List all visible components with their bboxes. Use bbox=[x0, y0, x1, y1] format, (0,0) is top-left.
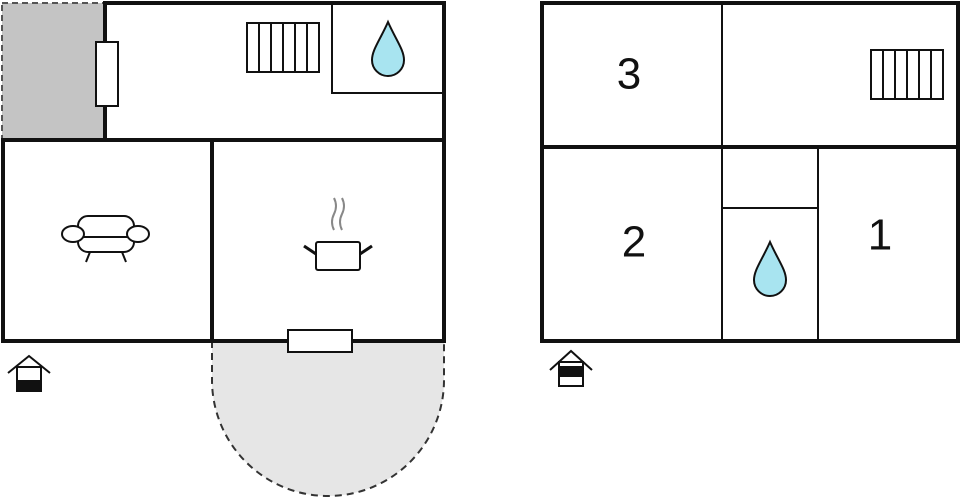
bathroom-wall bbox=[331, 3, 444, 94]
room-number-1: 1 bbox=[868, 211, 892, 260]
room-number-3: 3 bbox=[617, 50, 641, 99]
ground-floor-plan bbox=[1, 1, 446, 497]
entrance-icon bbox=[549, 349, 593, 387]
radiator-icon bbox=[870, 49, 944, 100]
door-kitchen bbox=[287, 329, 353, 353]
sofa-icon bbox=[61, 215, 150, 263]
annex-area bbox=[1, 2, 106, 140]
water-drop-icon bbox=[752, 239, 788, 297]
terrace-area bbox=[211, 340, 445, 497]
upper-outline bbox=[540, 1, 960, 343]
upper-floor-plan: 3 2 1 bbox=[540, 1, 960, 387]
window-left bbox=[95, 41, 119, 107]
room-number-2: 2 bbox=[622, 218, 646, 267]
water-drop-icon bbox=[370, 19, 406, 77]
kitchen-room bbox=[210, 138, 446, 343]
entrance-icon bbox=[7, 354, 51, 392]
radiator-icon bbox=[246, 22, 320, 73]
cooking-pot-icon bbox=[303, 197, 373, 271]
